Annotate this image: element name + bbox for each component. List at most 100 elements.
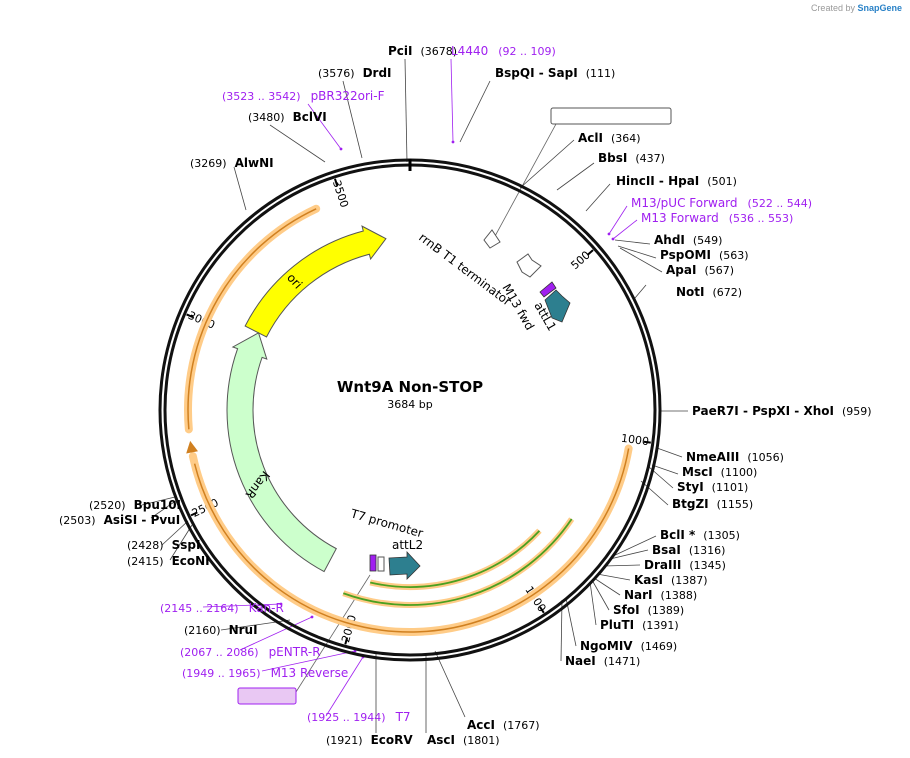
primer-m13-forward-site-mark (611, 237, 615, 241)
enzyme-ecorv-label[interactable]: (1921)EcoRV (326, 733, 413, 747)
primer-name: M13/pUC Forward (631, 196, 738, 210)
ori-feature-arrow (244, 225, 387, 338)
enzyme-ngomiv-label[interactable]: NgoMIV(1469) (580, 639, 677, 653)
enzyme-pluti-label[interactable]: PluTI (1391) (600, 618, 679, 632)
enzyme-position: (437) (635, 152, 665, 165)
t7-promoter-feature (377, 556, 385, 572)
enzyme-bcli-connector (610, 535, 657, 558)
enzyme-name: AhdI (654, 233, 685, 247)
primer-name: M13 Forward (641, 211, 719, 225)
enzyme-sspi-label[interactable]: (2428)SspI (127, 538, 200, 552)
primer-m13-puc-forward-connector (608, 205, 628, 235)
site-labels: PciI(3678) (3576)DrdI (3480)BclVI (3269)Alw… (59, 44, 872, 747)
enzyme-nrui-label[interactable]: (2160)NruI (184, 623, 258, 637)
enzyme-position: (501) (707, 175, 737, 188)
enzyme-name: NaeI (565, 654, 596, 668)
enzyme-position: (1391) (642, 619, 679, 632)
enzyme-apai-label[interactable]: ApaI(567) (666, 263, 734, 277)
primer-l4440-site-mark (451, 140, 455, 144)
enzyme-position: (3678) (421, 45, 458, 58)
enzyme-name: HincII - HpaI (616, 174, 699, 188)
enzyme-pspomi-label[interactable]: PspOMI (563) (660, 248, 749, 262)
enzyme-acci-label[interactable]: AccI(1767) (467, 718, 540, 732)
enzyme-position: (567) (704, 264, 734, 277)
enzyme-asisi-pvui-connector (150, 499, 178, 519)
primer-l4440-label[interactable]: L4440(92 .. 109) (451, 44, 556, 58)
enzyme-draiii-connector (603, 564, 641, 567)
enzyme-name: EcoRV (371, 733, 414, 747)
enzyme-asisi-pvui-label[interactable]: (2503)AsiSI - PvuI (59, 513, 180, 527)
enzyme-position: (1155) (717, 498, 754, 511)
enzyme-name: PluTI (600, 618, 634, 632)
enzyme-bpu10i-label[interactable]: (2520)Bpu10I (89, 498, 181, 512)
enzyme-position: (1389) (648, 604, 685, 617)
enzyme-bcli-label[interactable]: BclI *(1305) (660, 528, 740, 542)
tick-label: 3500 (330, 179, 351, 210)
primer-name: Kan-R (249, 601, 284, 615)
enzyme-msci-label[interactable]: MscI(1100) (682, 465, 757, 479)
enzyme-pcii-label[interactable]: PciI(3678) (388, 44, 457, 58)
primer-name: pBR322ori-F (311, 89, 385, 103)
primer-pentr-r-connector (239, 616, 313, 651)
enzyme-acli-label[interactable]: AclI(364) (578, 131, 641, 145)
enzyme-position: (2428) (127, 539, 164, 552)
enzyme-noti-label[interactable]: NotI(672) (676, 285, 742, 299)
enzyme-bspqi-sapi-label[interactable]: BspQI - SapI(111) (495, 66, 615, 80)
enzyme-drdi-label[interactable]: (3576)DrdI (318, 66, 392, 80)
enzyme-position: (959) (842, 405, 872, 418)
primer-m13-forward-label[interactable]: M13 Forward(536 .. 553) (641, 211, 793, 225)
rrnb-t2-connector (493, 123, 557, 239)
enzyme-bbsi-label[interactable]: BbsI (437) (598, 151, 665, 165)
enzyme-naei-label[interactable]: NaeI (1471) (565, 654, 640, 668)
enzyme-position: (111) (586, 67, 616, 80)
enzyme-name: EcoNI (172, 554, 210, 568)
snapgene-credit: Created by SnapGene (811, 3, 902, 13)
enzyme-position: (1471) (604, 655, 641, 668)
enzyme-kasi-label[interactable]: KasI(1387) (634, 573, 708, 587)
enzyme-nmeaiii-label[interactable]: NmeAIII(1056) (686, 450, 784, 464)
enzyme-name: NmeAIII (686, 450, 739, 464)
primer-m13-reverse-label[interactable]: (1949 .. 1965)M13 Reverse (182, 666, 348, 680)
primer-t7-label[interactable]: (1925 .. 1944)T7 (307, 710, 411, 724)
enzyme-econi-label[interactable]: (2415)EcoNI (127, 554, 210, 568)
primer-name: M13 Reverse (271, 666, 349, 680)
enzyme-hincii-hpai-label[interactable]: HincII - HpaI (501) (616, 174, 737, 188)
enzyme-btgzi-label[interactable]: BtgZI (1155) (672, 497, 753, 511)
enzyme-name: BtgZI (672, 497, 709, 511)
enzyme-bspqi-sapi-connector (459, 80, 491, 143)
enzyme-name: AscI (427, 733, 455, 747)
enzyme-position: (1316) (689, 544, 726, 557)
primer-kan-r-label[interactable]: (2145 .. 2164)Kan-R (160, 601, 284, 615)
enzyme-bsai-label[interactable]: BsaI(1316) (652, 543, 725, 557)
enzyme-nari-label[interactable]: NarI(1388) (624, 588, 697, 602)
enzyme-bclvi-label[interactable]: (3480)BclVI (248, 110, 327, 124)
enzyme-ahdi-label[interactable]: AhdI(549) (654, 233, 722, 247)
orf-line-arc (193, 448, 630, 633)
orf-arrowhead (186, 440, 198, 454)
enzyme-bclvi-connector (269, 124, 326, 163)
plasmid-title-block: Wnt9A Non-STOP 3684 bp (337, 378, 483, 411)
primer-position: (2067 .. 2086) (180, 646, 259, 659)
enzyme-paer7i-pspxi-xhoi-label[interactable]: PaeR7I - PspXI - XhoI(959) (692, 404, 872, 418)
enzyme-draiii-label[interactable]: DraIII(1345) (644, 558, 726, 572)
tick-label: 500 (568, 248, 592, 272)
primer-kan-r-connector (202, 603, 282, 608)
enzyme-hincii-hpai-connector (585, 183, 611, 212)
enzyme-asci-label[interactable]: AscI(1801) (427, 733, 500, 747)
primer-pbr322ori-f-label[interactable]: (3523 .. 3542)pBR322ori-F (222, 89, 385, 103)
enzyme-alwni-label[interactable]: (3269)AlwNI (190, 156, 274, 170)
primer-m13-puc-forward-label[interactable]: M13/pUC Forward(522 .. 544) (631, 196, 812, 210)
primer-pbr322ori-f-connector (307, 103, 342, 150)
enzyme-name: PspOMI (660, 248, 711, 262)
enzyme-sfoi-label[interactable]: SfoI(1389) (613, 603, 684, 617)
enzyme-position: (563) (719, 249, 749, 262)
enzyme-position: (1388) (661, 589, 698, 602)
rrnb-t2-label-box (550, 107, 672, 125)
enzyme-styi-label[interactable]: StyI(1101) (677, 480, 748, 494)
primer-m13-forward-connector (612, 219, 638, 240)
enzyme-name: BbsI (598, 151, 627, 165)
primer-pentr-r-label[interactable]: (2067 .. 2086)pENTR-R (180, 645, 321, 659)
snapgene-logo: SnapGene (857, 3, 902, 13)
enzyme-position: (1100) (721, 466, 758, 479)
